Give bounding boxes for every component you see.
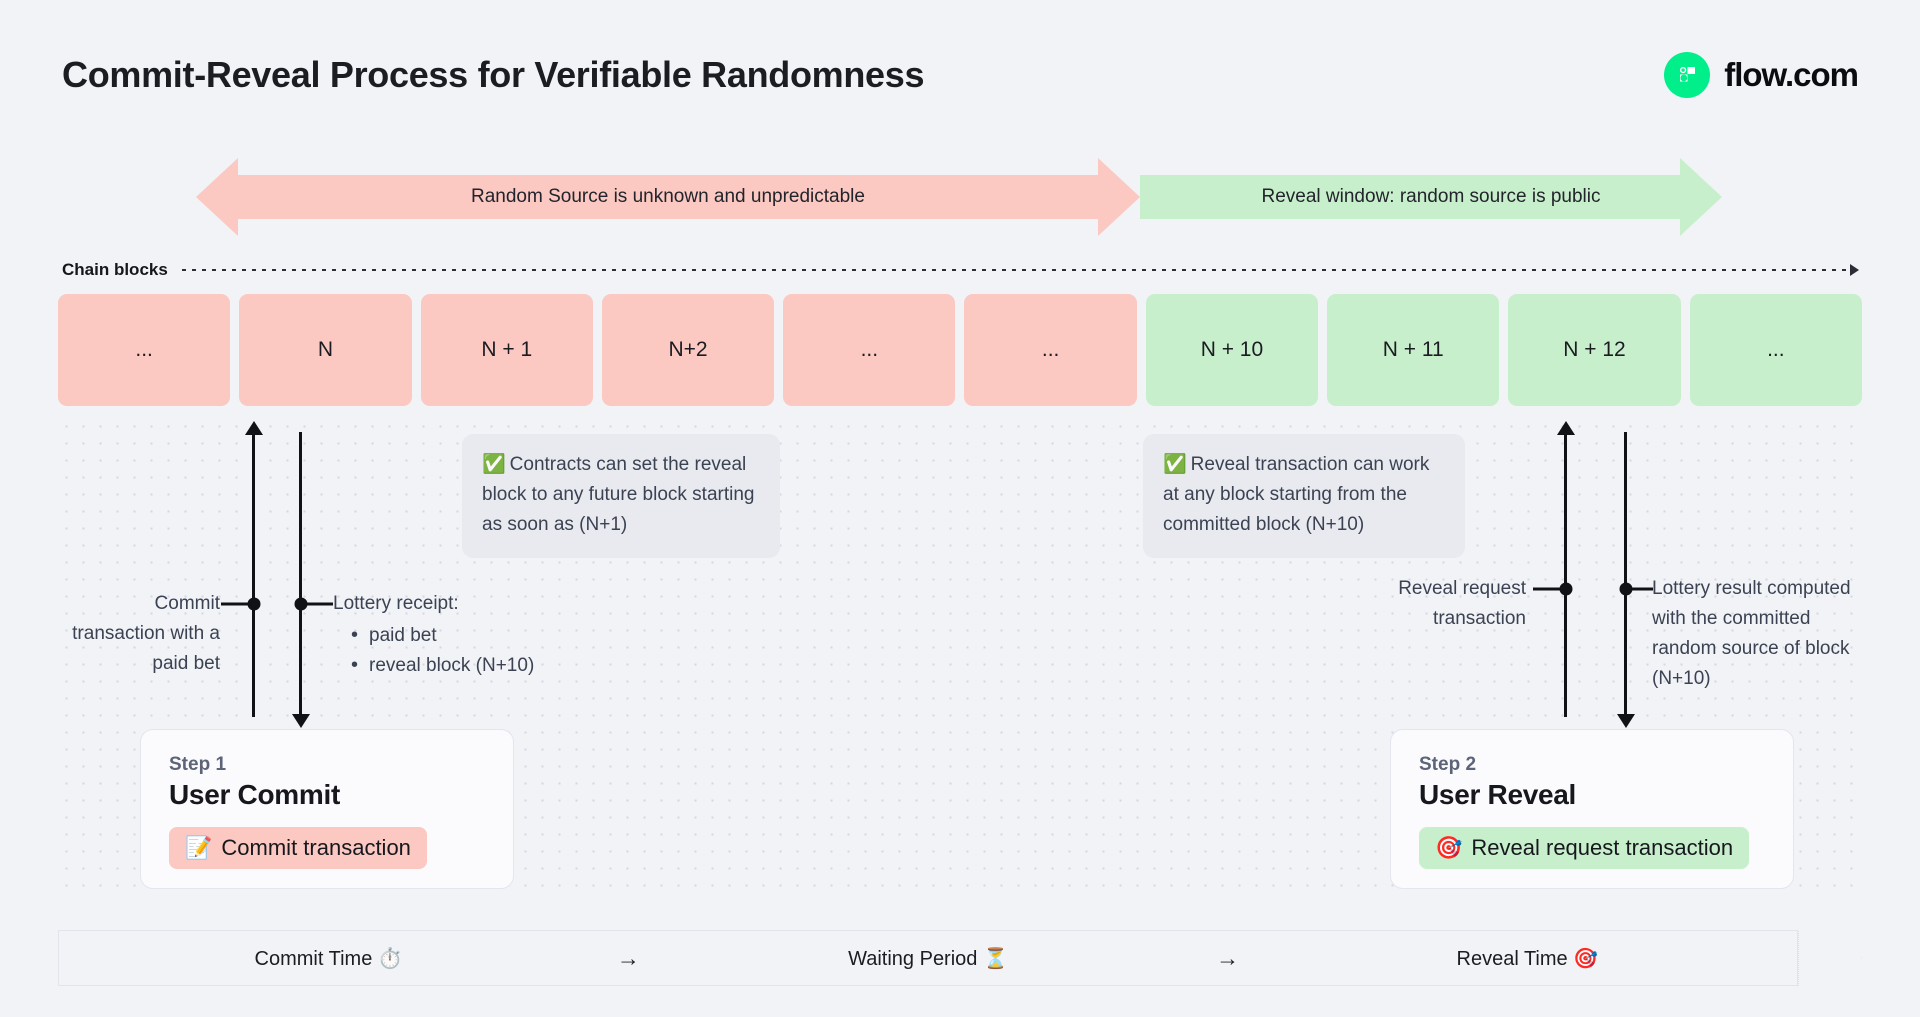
timeline-segment-reveal: Reveal Time 🎯 (1456, 947, 1599, 970)
lottery-receipt-node-stem (300, 602, 333, 606)
chain-blocks-rail: Chain blocks (62, 258, 1860, 282)
reveal-request-annotation: Reveal request transaction (1398, 578, 1526, 629)
step-2-kicker: Step 2 (1419, 754, 1477, 775)
process-timeline: Commit Time ⏱️ → Waiting Period ⏳ → Reve… (58, 906, 1862, 1010)
phase-random-unknown: Random Source is unknown and unpredictab… (196, 158, 1140, 236)
reveal-request-transaction-pill-label: Reveal request transaction (1471, 835, 1734, 860)
commit-transaction-arrow-up (244, 421, 263, 717)
list-item: reveal block (N+10) (351, 650, 593, 681)
reveal-callout: ✅Reveal transaction can work at any bloc… (1143, 434, 1465, 558)
arrow-up-head-icon (1556, 421, 1575, 435)
lottery-receipt-list: paid bet reveal block (N+10) (333, 620, 593, 681)
block-cell[interactable]: N (239, 294, 412, 406)
lottery-result-node-stem (1625, 587, 1653, 591)
check-mark-icon: ✅ (1163, 454, 1187, 475)
arrow-head-left-icon (196, 158, 238, 236)
phase-unknown-body (236, 175, 1100, 219)
block-cell[interactable]: ... (783, 294, 956, 406)
phase-unknown-label: Random Source is unknown and unpredictab… (471, 186, 865, 207)
commit-transaction-pill[interactable]: 📝 Commit transaction (169, 827, 427, 869)
commit-transaction-annotation: Commit transaction with a paid bet (72, 593, 220, 674)
lottery-receipt-annotation: Lottery receipt: paid bet reveal block (… (333, 589, 593, 681)
block-cell[interactable]: N + 11 (1327, 294, 1500, 406)
block-cell[interactable]: N + 10 (1145, 294, 1319, 406)
chain-blocks-label: Chain blocks (62, 260, 168, 279)
chain-rail-dotted-line-icon (181, 264, 1860, 276)
header: Commit-Reveal Process for Verifiable Ran… (62, 44, 1859, 106)
commit-callout: ✅Contracts can set the reveal block to a… (462, 434, 780, 558)
phase-band: Random Source is unknown and unpredictab… (196, 158, 1722, 236)
block-cell[interactable]: N+2 (601, 294, 775, 406)
lottery-receipt-title: Lottery receipt: (333, 593, 459, 614)
reveal-callout-text: Reveal transaction can work at any block… (1163, 454, 1430, 535)
commit-callout-text: Contracts can set the reveal block to an… (482, 454, 755, 535)
memo-icon: 📝 (185, 835, 213, 860)
phase-reveal-window: Reveal window: random source is public (1140, 158, 1722, 236)
reveal-request-transaction-pill[interactable]: 🎯 Reveal request transaction (1419, 827, 1750, 869)
lottery-result-arrow-down (1616, 432, 1635, 728)
arrow-down-head-icon (1616, 714, 1635, 728)
timeline-segment-waiting: Waiting Period ⏳ (848, 947, 1008, 970)
step-2-title: User Reveal (1419, 779, 1577, 810)
commit-node-stem (221, 602, 254, 606)
reveal-request-arrow-up (1556, 421, 1575, 717)
arrow-head-right-icon (1680, 158, 1722, 236)
block-row: ... N N + 1 N+2 ... ... N + 10 N + 11 N … (58, 294, 1862, 406)
step-card-user-reveal[interactable]: Step 2 User Reveal 🎯 Reveal request tran… (1390, 729, 1794, 889)
arrow-head-right-icon (1098, 158, 1140, 236)
step-card-user-commit[interactable]: Step 1 User Commit 📝 Commit transaction (140, 729, 514, 889)
target-icon: 🎯 (1435, 835, 1463, 860)
list-item: paid bet (351, 620, 593, 651)
timeline-segment-commit: Commit Time ⏱️ (254, 947, 403, 970)
lottery-result-annotation: Lottery result computed with the committ… (1652, 578, 1851, 689)
block-cell[interactable]: ... (964, 294, 1137, 406)
lottery-receipt-arrow-down (291, 432, 310, 728)
flow-logo-icon (1664, 52, 1711, 98)
check-mark-icon: ✅ (482, 454, 506, 475)
phase-reveal-label: Reveal window: random source is public (1261, 186, 1601, 207)
timeline-arrow-icon: → (1216, 944, 1240, 971)
step-1-kicker: Step 1 (169, 754, 227, 775)
timeline-arrow-icon: → (616, 944, 640, 971)
timeline-bar: Commit Time ⏱️ → Waiting Period ⏳ → Reve… (58, 930, 1798, 986)
block-cell[interactable]: N + 1 (420, 294, 593, 406)
block-cell[interactable]: ... (58, 294, 231, 406)
block-cell[interactable]: N + 12 (1508, 294, 1681, 406)
brand-logo: flow.com (1664, 52, 1859, 98)
arrow-down-head-icon (291, 714, 310, 728)
brand-name: flow.com (1724, 56, 1859, 93)
arrow-up-head-icon (244, 421, 263, 435)
phase-reveal-body (1140, 175, 1682, 219)
reveal-request-node-stem (1533, 587, 1566, 591)
timeline-arrow-head-icon (1798, 906, 1862, 1010)
page-title: Commit-Reveal Process for Verifiable Ran… (62, 54, 925, 95)
commit-transaction-pill-label: Commit transaction (221, 835, 411, 860)
block-cell[interactable]: ... (1689, 294, 1862, 406)
step-1-title: User Commit (169, 779, 340, 810)
